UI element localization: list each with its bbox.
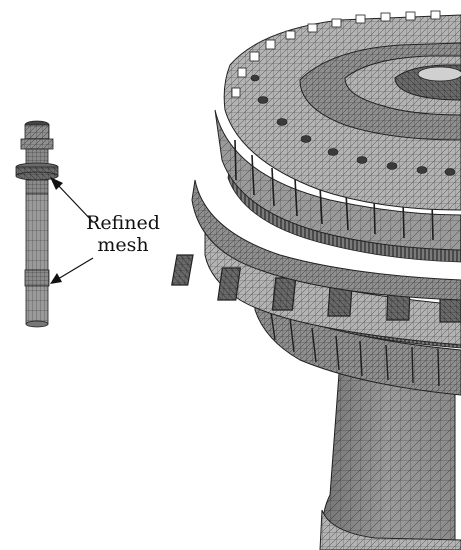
refined-mesh-label: Refined mesh — [80, 212, 166, 256]
bolt-mesh — [15, 120, 59, 328]
turbine-mesh — [171, 10, 461, 550]
refined-mesh-arrows — [50, 177, 94, 284]
refined-mesh-label-line1: Refined — [86, 212, 160, 234]
refined-mesh-label-line2: mesh — [97, 234, 149, 256]
